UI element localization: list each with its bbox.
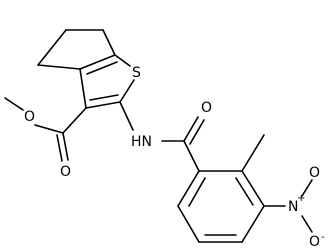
atom-nitro-nitrogen-label: N — [288, 199, 298, 215]
atom-amide-nh-label: HN — [131, 134, 152, 150]
bond-c3a-s — [114, 54, 131, 67]
bond-carbonyl-o-double-b — [56, 134, 63, 162]
bond-b6-b1-inner — [188, 177, 206, 207]
nitro-positive-charge: + — [297, 193, 305, 204]
bond-b6-b1 — [177, 170, 200, 207]
atom-ester-oxygen-label: O — [24, 109, 35, 125]
nitro-negative-charge: - — [321, 232, 325, 243]
bond-carbonyl-o-double-a — [62, 132, 69, 161]
bond-s-c2 — [119, 79, 135, 103]
atom-amide-oxygen-label: O — [201, 100, 212, 116]
atom-nitro-oxygen-top-label: O — [309, 165, 320, 181]
atom-nitro-oxygen-bottom-label: O — [309, 234, 320, 250]
bond-carbonyl-aryl — [183, 140, 200, 172]
bond-aryl-methyl — [241, 134, 265, 172]
bond-c3-carbonyl — [62, 107, 87, 134]
bond-c3a-c6a — [79, 54, 116, 70]
bond-b3-b4 — [241, 205, 265, 243]
amide-group — [119, 101, 205, 172]
methyl-ester-group — [4, 97, 87, 162]
bond-n-o-bottom — [301, 215, 313, 233]
bond-carbonyl-o-a — [183, 116, 199, 142]
benzene-ring — [177, 170, 265, 243]
atom-labels: S O O HN O N + O O - — [24, 65, 325, 250]
bond-o-methyl — [4, 97, 24, 111]
bond-c3-c6a — [79, 68, 87, 109]
nitro-group — [263, 179, 313, 233]
bond-carbonyl-o-single — [34, 124, 64, 134]
bond-b5-b6 — [177, 205, 200, 243]
bond-c2-c3-inner — [89, 94, 119, 101]
bond-b2-b3-inner — [235, 177, 254, 206]
bond-c5-c4 — [37, 64, 81, 70]
thiophene-ring — [79, 54, 135, 109]
bond-n-o-top — [301, 179, 313, 197]
bond-c2-c3 — [102, 29, 116, 56]
bond-c1-c5 — [37, 29, 67, 66]
cyclopentane-ring — [37, 29, 116, 70]
bond-c3a-c6a-inner — [86, 61, 118, 75]
bond-b2-b3 — [241, 170, 265, 207]
atom-sulfur-label: S — [132, 65, 141, 81]
atom-ester-carbonyl-oxygen-label: O — [60, 164, 71, 180]
bond-c2-c3 — [85, 101, 121, 109]
bond-c2-nh — [119, 101, 134, 131]
bond-carbonyl-o-b — [189, 119, 205, 145]
